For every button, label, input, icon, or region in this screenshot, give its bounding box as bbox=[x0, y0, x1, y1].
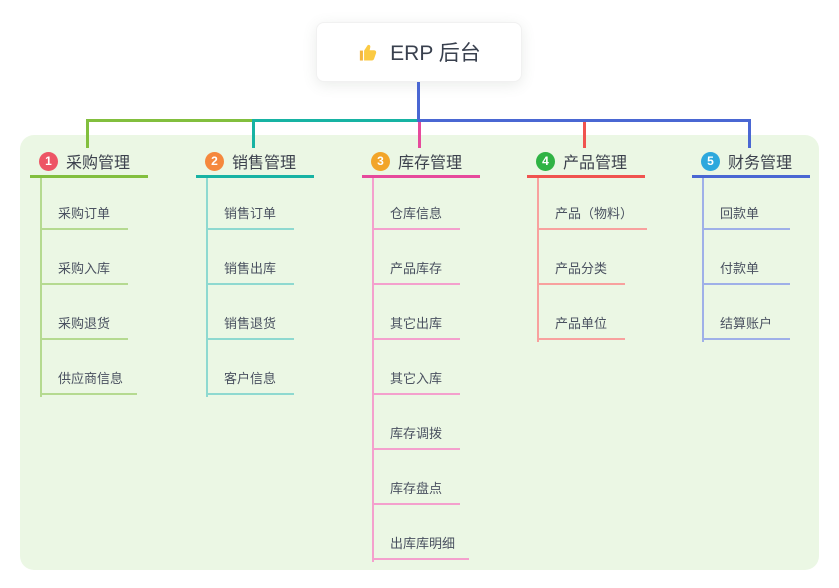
leaf-label: 采购退货 bbox=[58, 316, 111, 331]
leaf-node[interactable]: 仓库信息 bbox=[372, 200, 460, 230]
leaf-label: 销售订单 bbox=[224, 206, 277, 221]
leaf-node[interactable]: 产品分类 bbox=[537, 255, 625, 285]
branch-title: 库存管理 bbox=[398, 155, 463, 172]
branch-node-3[interactable]: 3 库存管理 bbox=[362, 147, 480, 178]
leaf-node[interactable]: 产品（物料） bbox=[537, 200, 648, 230]
branch-node-2[interactable]: 2 销售管理 bbox=[196, 147, 314, 178]
connector-drop-branch-5 bbox=[748, 119, 751, 148]
leaf-node[interactable]: 结算账户 bbox=[702, 310, 790, 340]
leaf-node[interactable]: 出库库明细 bbox=[372, 530, 470, 560]
leaf-label: 产品库存 bbox=[390, 261, 443, 276]
leaf-label: 客户信息 bbox=[224, 371, 277, 386]
branch-number-badge: 1 bbox=[39, 151, 58, 171]
branch-title: 财务管理 bbox=[728, 155, 793, 172]
leaf-label: 产品（物料） bbox=[555, 206, 634, 221]
leaf-node[interactable]: 库存调拨 bbox=[372, 420, 460, 450]
leaf-node[interactable]: 回款单 bbox=[702, 200, 790, 230]
leaf-node[interactable]: 销售订单 bbox=[206, 200, 294, 230]
branch-number-badge: 5 bbox=[701, 151, 720, 171]
leaf-node[interactable]: 产品库存 bbox=[372, 255, 460, 285]
leaf-node[interactable]: 库存盘点 bbox=[372, 475, 460, 505]
leaf-node[interactable]: 采购入库 bbox=[40, 255, 128, 285]
branch-title: 销售管理 bbox=[232, 155, 297, 172]
subtree-rail-branch-1 bbox=[40, 178, 42, 397]
branch-title: 产品管理 bbox=[563, 155, 628, 172]
thumbs-up-icon bbox=[357, 41, 380, 64]
leaf-node[interactable]: 采购订单 bbox=[40, 200, 128, 230]
branch-number-badge: 2 bbox=[205, 151, 224, 171]
leaf-node[interactable]: 采购退货 bbox=[40, 310, 128, 340]
leaf-label: 其它入库 bbox=[390, 371, 443, 386]
subtree-rail-branch-4 bbox=[537, 178, 539, 342]
leaf-label: 其它出库 bbox=[390, 316, 443, 331]
leaf-label: 采购入库 bbox=[58, 261, 111, 276]
leaf-node[interactable]: 其它出库 bbox=[372, 310, 460, 340]
leaf-node[interactable]: 销售退货 bbox=[206, 310, 294, 340]
connector-drop-branch-4 bbox=[583, 122, 586, 148]
leaf-node[interactable]: 产品单位 bbox=[537, 310, 625, 340]
connector-root-stem bbox=[417, 82, 420, 122]
branch-node-4[interactable]: 4 产品管理 bbox=[527, 147, 645, 178]
leaf-label: 结算账户 bbox=[720, 316, 773, 331]
leaf-label: 产品分类 bbox=[555, 261, 608, 276]
leaf-node[interactable]: 供应商信息 bbox=[40, 365, 138, 395]
leaf-label: 回款单 bbox=[720, 206, 760, 221]
leaf-label: 采购订单 bbox=[58, 206, 111, 221]
branch-number-badge: 3 bbox=[371, 151, 390, 171]
leaf-node[interactable]: 其它入库 bbox=[372, 365, 460, 395]
branch-node-5[interactable]: 5 财务管理 bbox=[692, 147, 810, 178]
leaf-label: 出库库明细 bbox=[390, 536, 456, 551]
root-label: ERP 后台 bbox=[390, 42, 481, 65]
mindmap-panel bbox=[20, 135, 819, 570]
branch-title: 采购管理 bbox=[66, 155, 131, 172]
leaf-label: 销售出库 bbox=[224, 261, 277, 276]
root-node[interactable]: ERP 后台 bbox=[316, 22, 522, 82]
leaf-node[interactable]: 销售出库 bbox=[206, 255, 294, 285]
leaf-label: 付款单 bbox=[720, 261, 760, 276]
leaf-label: 供应商信息 bbox=[58, 371, 124, 386]
leaf-label: 库存调拨 bbox=[390, 426, 443, 441]
branch-number-badge: 4 bbox=[536, 151, 555, 171]
subtree-rail-branch-3 bbox=[372, 178, 374, 562]
connector-drop-branch-3 bbox=[418, 122, 421, 148]
leaf-label: 产品单位 bbox=[555, 316, 608, 331]
leaf-label: 销售退货 bbox=[224, 316, 277, 331]
leaf-node[interactable]: 付款单 bbox=[702, 255, 790, 285]
connector-drop-branch-2 bbox=[252, 119, 255, 148]
leaf-label: 库存盘点 bbox=[390, 481, 443, 496]
leaf-node[interactable]: 客户信息 bbox=[206, 365, 294, 395]
connector-h-branch-2 bbox=[252, 119, 421, 122]
connector-h-branch-5 bbox=[417, 119, 751, 122]
leaf-label: 仓库信息 bbox=[390, 206, 443, 221]
connector-h-branch-1 bbox=[86, 119, 252, 122]
branch-node-1[interactable]: 1 采购管理 bbox=[30, 147, 148, 178]
subtree-rail-branch-5 bbox=[702, 178, 704, 342]
subtree-rail-branch-2 bbox=[206, 178, 208, 397]
connector-drop-branch-1 bbox=[86, 119, 89, 148]
